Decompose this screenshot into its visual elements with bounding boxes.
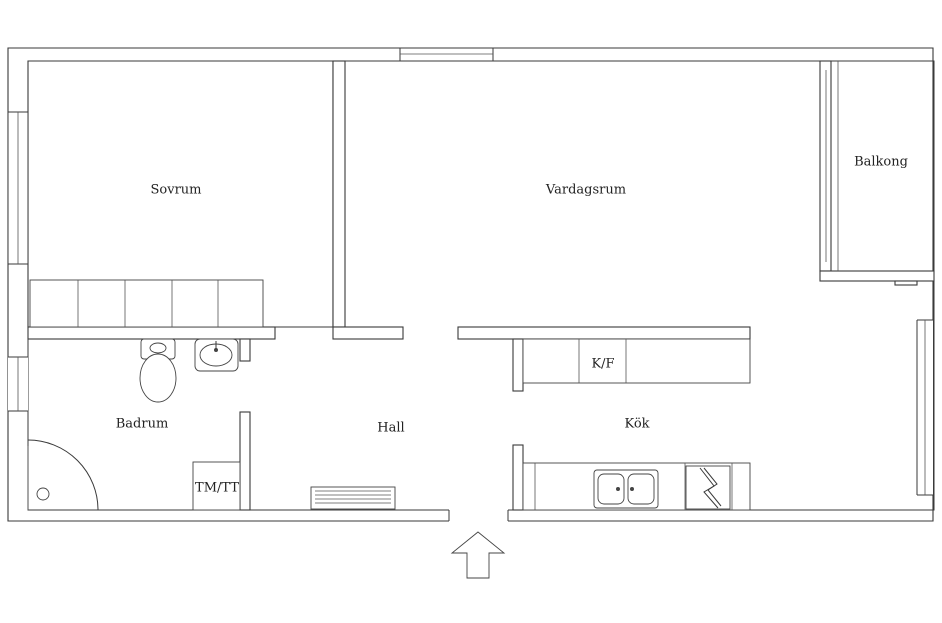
kitchen-sink-icon [593,469,659,509]
shower-icon [27,439,99,511]
entrance-opening [448,508,509,523]
hall-radiator [310,486,396,510]
washer-dryer-label: TM/TT [195,480,239,496]
window-left-badrum [8,356,28,412]
toilet-icon [139,338,177,403]
interior-walls [27,60,935,511]
entrance-arrow-icon [450,531,506,579]
kitchen-upper-counter [522,338,751,384]
window-right-kok [916,319,933,496]
washer-dryer-box [192,461,241,511]
room-label-vardagsrum: Vardagsrum [545,182,627,198]
room-label-hall: Hall [377,420,405,436]
window-top [399,47,494,62]
room-label-sovrum: Sovrum [150,182,202,198]
room-label-badrum: Badrum [115,416,169,432]
stove-icon [685,465,731,510]
room-label-balkong: Balkong [854,154,908,170]
bathroom-sink-icon [194,338,239,372]
window-left-sovrum [7,111,29,265]
wardrobe-row [29,279,264,328]
room-label-kok: Kök [624,416,650,432]
fridge-freezer-label: K/F [591,356,615,372]
